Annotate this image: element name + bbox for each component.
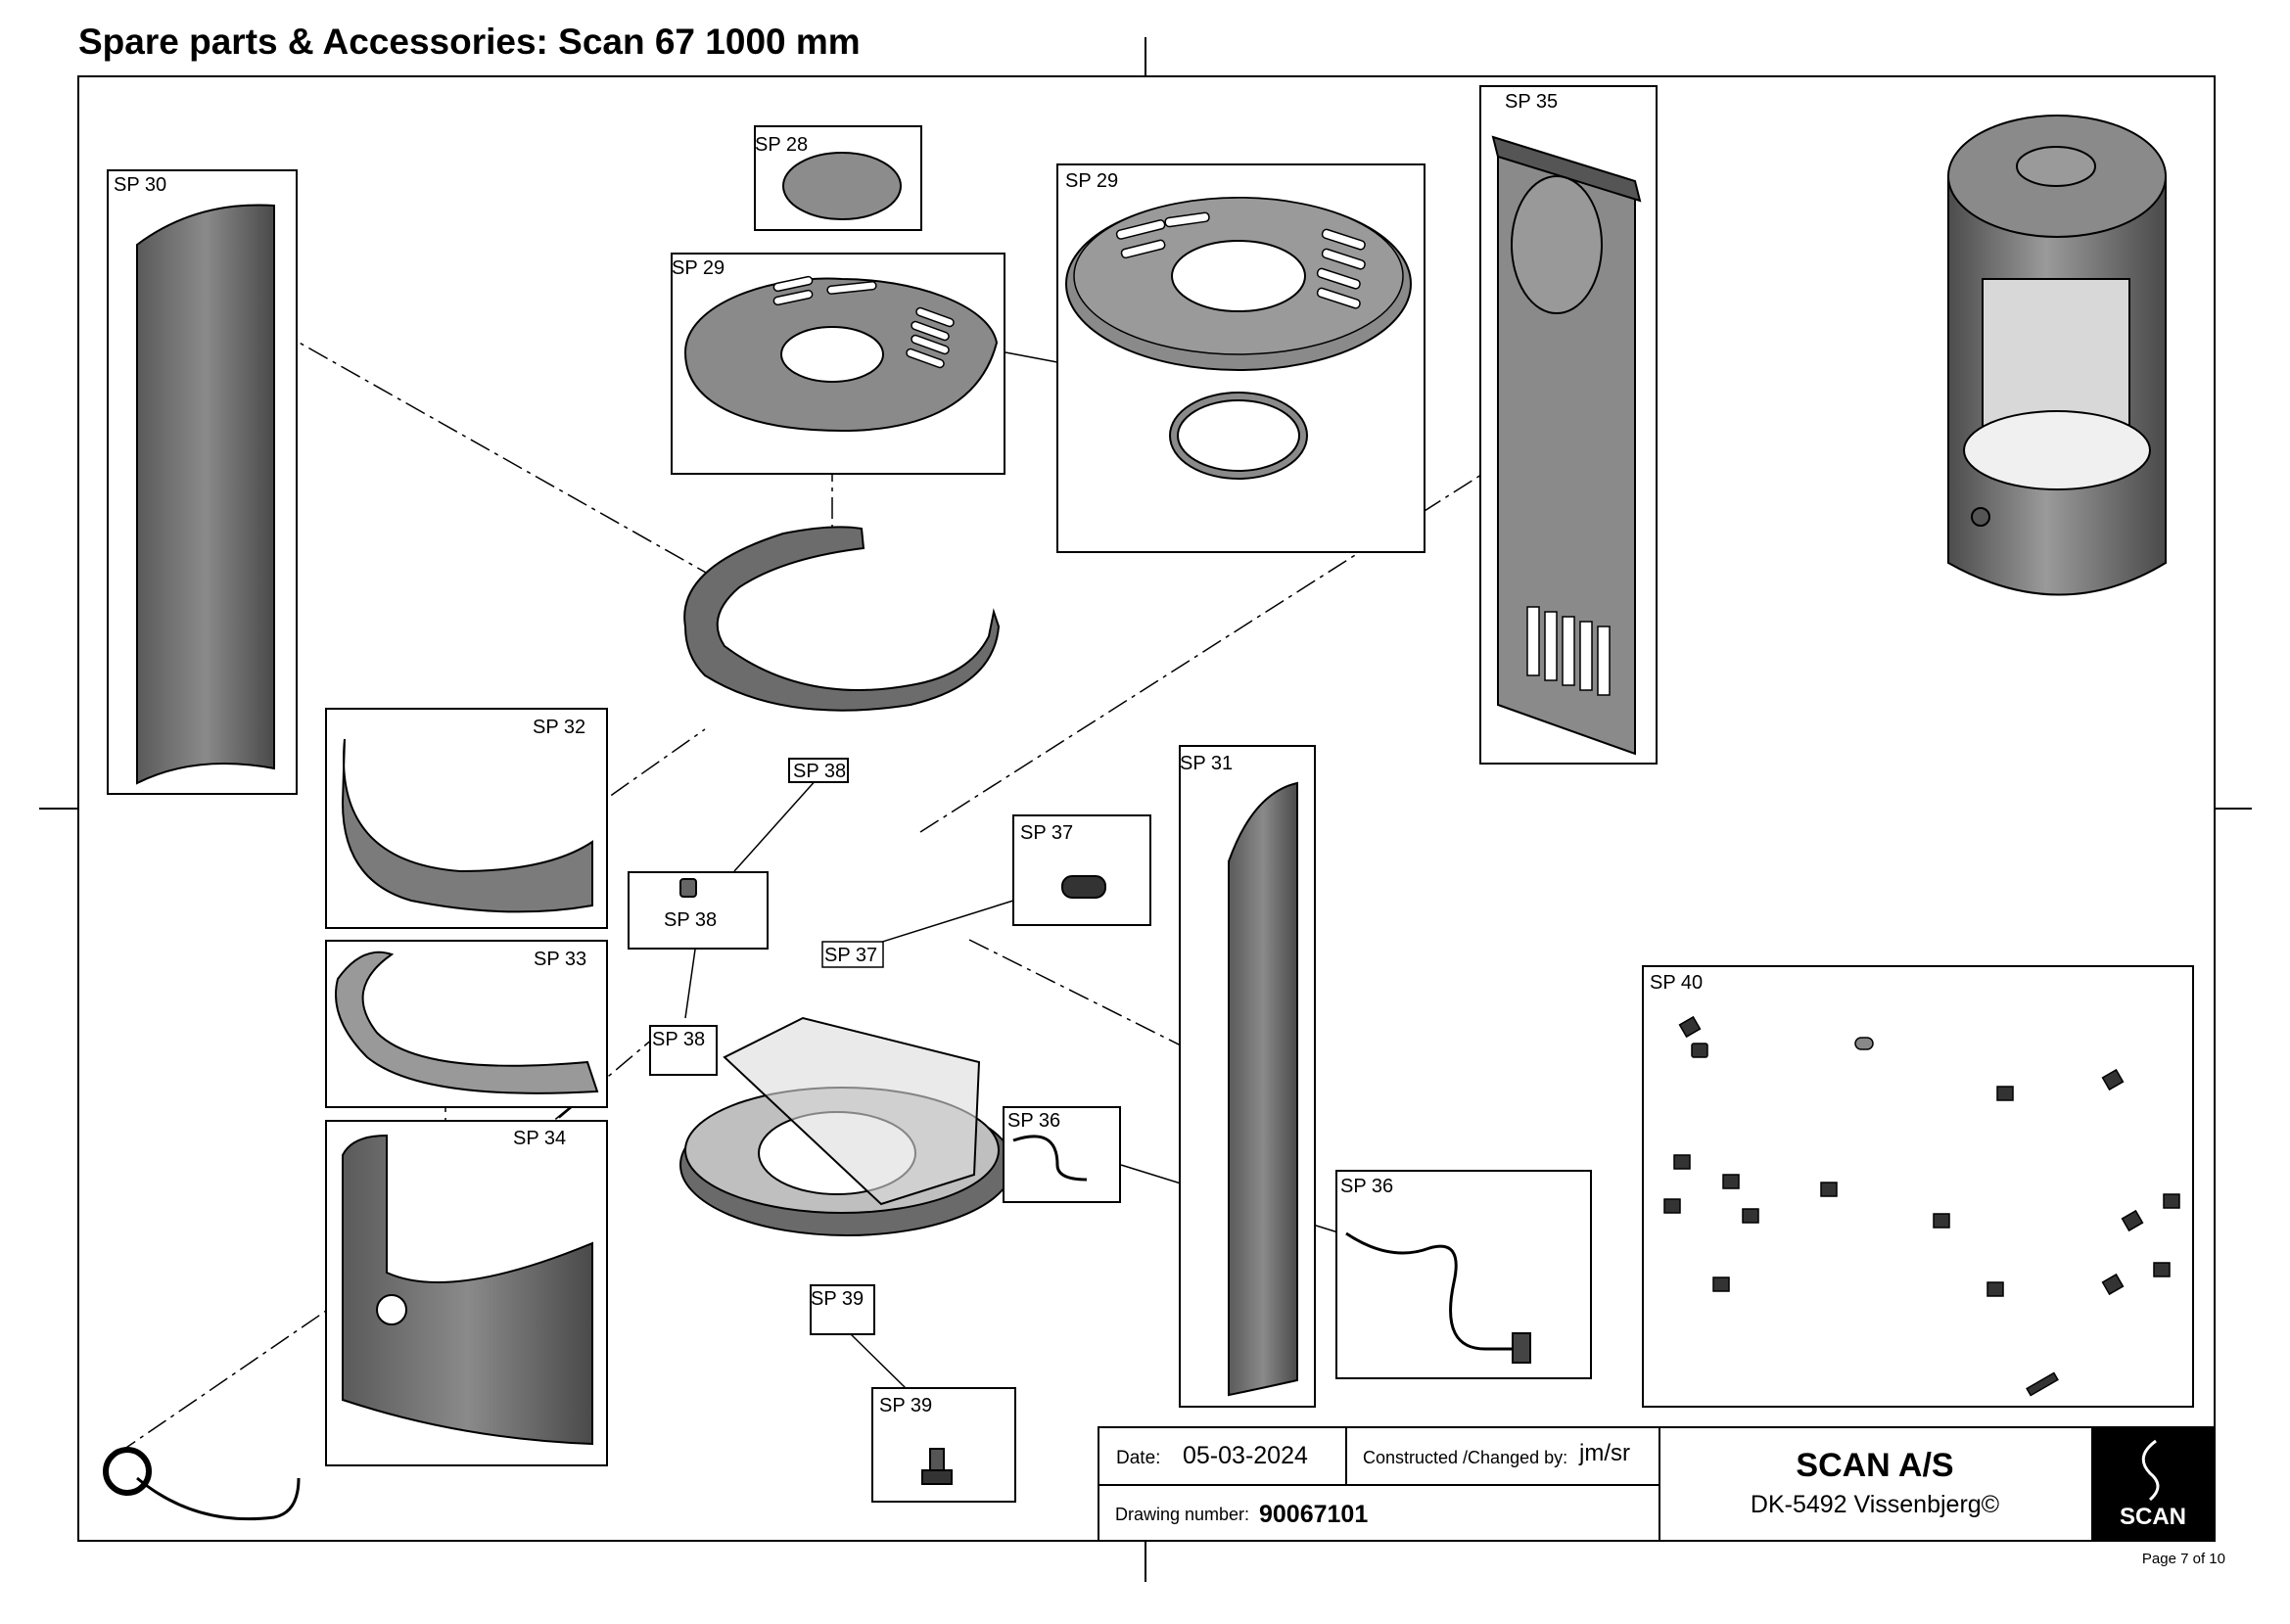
top-ring-frame (683, 526, 1001, 712)
company-address: DK-5492 Vissenbjerg© (1751, 1491, 2000, 1518)
part-sp36-large: SP 36 (1335, 1170, 1592, 1379)
label-sp28: SP 28 (755, 134, 808, 156)
page-title: Spare parts & Accessories: Scan 67 1000 … (78, 22, 861, 62)
label-sp33: SP 33 (534, 949, 586, 970)
label-sp32: SP 32 (533, 717, 585, 738)
part-sp40: SP 40 (1642, 965, 2194, 1408)
label-sp38-top: SP 38 (793, 761, 846, 782)
part-sp31: SP 31 (1179, 745, 1316, 1408)
drawing-number-label: Drawing number: (1115, 1505, 1249, 1524)
part-sp37-small: SP 37 (821, 941, 884, 968)
part-sp39-small: SP 39 (810, 1284, 875, 1335)
part-sp28: SP 28 (754, 125, 922, 231)
label-sp40: SP 40 (1650, 972, 1703, 994)
part-sp35: SP 35 (1479, 85, 1658, 765)
page-footer: Page 7 of 10 (2141, 1551, 2225, 1567)
part-sp33: SP 33 (325, 940, 608, 1108)
base-frame (679, 1016, 1014, 1236)
label-sp30: SP 30 (114, 174, 166, 196)
scan-logo (2092, 1427, 2215, 1541)
constructed-label: Constructed /Changed by: (1363, 1448, 1567, 1467)
part-sp30: SP 30 (107, 169, 298, 795)
part-sp32: SP 32 (325, 708, 608, 929)
label-sp38-low: SP 38 (652, 1029, 705, 1050)
part-sp38-low: SP 38 (649, 1025, 718, 1076)
company-name: SCAN A/S (1796, 1447, 1953, 1484)
constructed-value: jm/sr (1578, 1440, 1630, 1466)
label-sp36-small: SP 36 (1007, 1110, 1060, 1132)
label-sp35: SP 35 (1505, 91, 1558, 113)
date-label: Date: (1116, 1448, 1160, 1468)
part-sp29-right: SP 29 (1056, 163, 1425, 553)
part-sp37-large: SP 37 (1012, 814, 1151, 926)
part-sp39-large: SP 39 (871, 1387, 1016, 1503)
flame-icon (2141, 1439, 2160, 1502)
label-sp38-mid: SP 38 (664, 909, 717, 931)
label-sp29-left: SP 29 (672, 257, 724, 279)
part-sp38-mid: SP 38 (628, 871, 769, 950)
label-sp39-small: SP 39 (811, 1288, 864, 1310)
label-sp31: SP 31 (1180, 753, 1233, 774)
assembled-stove-image (1947, 115, 2167, 596)
drawing-number-value: 90067101 (1259, 1501, 1368, 1528)
label-sp37-small: SP 37 (824, 945, 877, 966)
part-sp34: SP 34 (325, 1120, 608, 1466)
date-value: 05-03-2024 (1183, 1442, 1308, 1469)
label-sp34: SP 34 (513, 1128, 566, 1149)
label-sp29-right: SP 29 (1065, 170, 1118, 192)
part-sp36-small: SP 36 (1003, 1106, 1121, 1203)
part-sp29-left: SP 29 (671, 253, 1005, 475)
label-sp39-large: SP 39 (879, 1395, 932, 1416)
part-sp38-top: SP 38 (788, 758, 849, 783)
label-sp37-large: SP 37 (1020, 822, 1073, 844)
title-block: Date: 05-03-2024 Constructed /Changed by… (1098, 1426, 2216, 1542)
label-sp36-large: SP 36 (1340, 1176, 1393, 1197)
logo-text: SCAN (2120, 1504, 2186, 1530)
gasket-part (103, 1447, 301, 1521)
